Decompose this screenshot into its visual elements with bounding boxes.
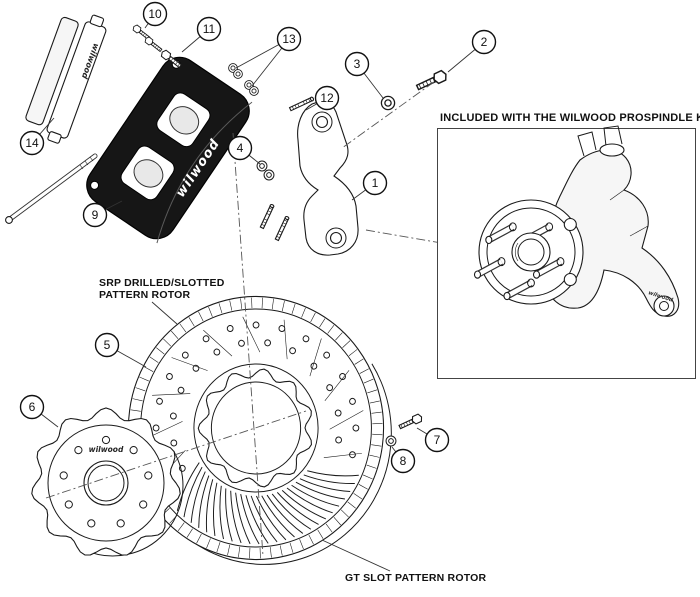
svg-text:11: 11: [203, 22, 216, 36]
prospindle-box: wilwood: [437, 125, 696, 379]
rotor-gt-slots: [176, 462, 359, 545]
rotor-bolt: [397, 412, 424, 432]
brake-caliper: wilwood: [86, 56, 253, 244]
callout-6: 6: [19, 394, 59, 428]
svg-text:6: 6: [29, 400, 36, 414]
svg-text:8: 8: [400, 454, 407, 468]
svg-text:2: 2: [481, 35, 488, 49]
svg-text:1: 1: [372, 176, 379, 190]
callout-8: 8: [390, 446, 416, 474]
bolt-2: [414, 68, 449, 93]
gt-label: GT SLOT PATTERN ROTOR: [345, 572, 486, 584]
caliper-bracket: [259, 101, 359, 256]
washer-3: [380, 95, 396, 111]
callout-12: 12: [305, 85, 340, 111]
washer-stack-13b: [244, 80, 259, 96]
srp-label-line1: SRP DRILLED/SLOTTED: [99, 277, 225, 289]
hat-brand-text: wilwood: [89, 445, 124, 454]
callout-14: 14: [19, 117, 55, 156]
hub-flange: [473, 199, 584, 305]
rotor-center-scallop: [197, 368, 312, 488]
rotor-washer: [385, 435, 397, 447]
callout-13: 13: [235, 26, 302, 87]
svg-text:14: 14: [25, 136, 39, 150]
brake-pads: wilwood: [25, 14, 107, 144]
svg-text:5: 5: [104, 338, 111, 352]
callout-5: 5: [94, 332, 147, 368]
svg-text:4: 4: [237, 141, 244, 155]
label-srp-rotor: SRP DRILLED/SLOTTED PATTERN ROTOR: [99, 277, 225, 325]
callout-4: 4: [227, 135, 261, 165]
svg-text:13: 13: [282, 32, 296, 46]
callout-11: 11: [181, 16, 222, 53]
svg-text:12: 12: [320, 91, 334, 105]
label-gt-rotor: GT SLOT PATTERN ROTOR: [321, 539, 486, 584]
callout-10: 10: [142, 1, 168, 29]
callout-2: 2: [447, 29, 497, 73]
bridge-bolts: [131, 23, 164, 54]
caliper-mounting-pin: [5, 153, 98, 224]
hat-bolt-holes: [59, 435, 153, 528]
callout-9: 9: [82, 200, 123, 228]
srp-label-line2: PATTERN ROTOR: [99, 289, 190, 301]
svg-text:10: 10: [148, 7, 162, 21]
callout-7: 7: [416, 427, 450, 453]
brake-rotor: [127, 295, 392, 565]
svg-text:7: 7: [434, 433, 441, 447]
assembly-axis-lines: [45, 81, 506, 557]
svg-text:9: 9: [92, 208, 99, 222]
rotor-hat: wilwood: [31, 407, 184, 557]
prospindle-box-label: INCLUDED WITH THE WILWOOD PROSPINDLE KIT: [440, 112, 700, 124]
svg-text:3: 3: [354, 57, 361, 71]
callout-3: 3: [344, 51, 384, 99]
callout-1: 1: [351, 170, 388, 201]
